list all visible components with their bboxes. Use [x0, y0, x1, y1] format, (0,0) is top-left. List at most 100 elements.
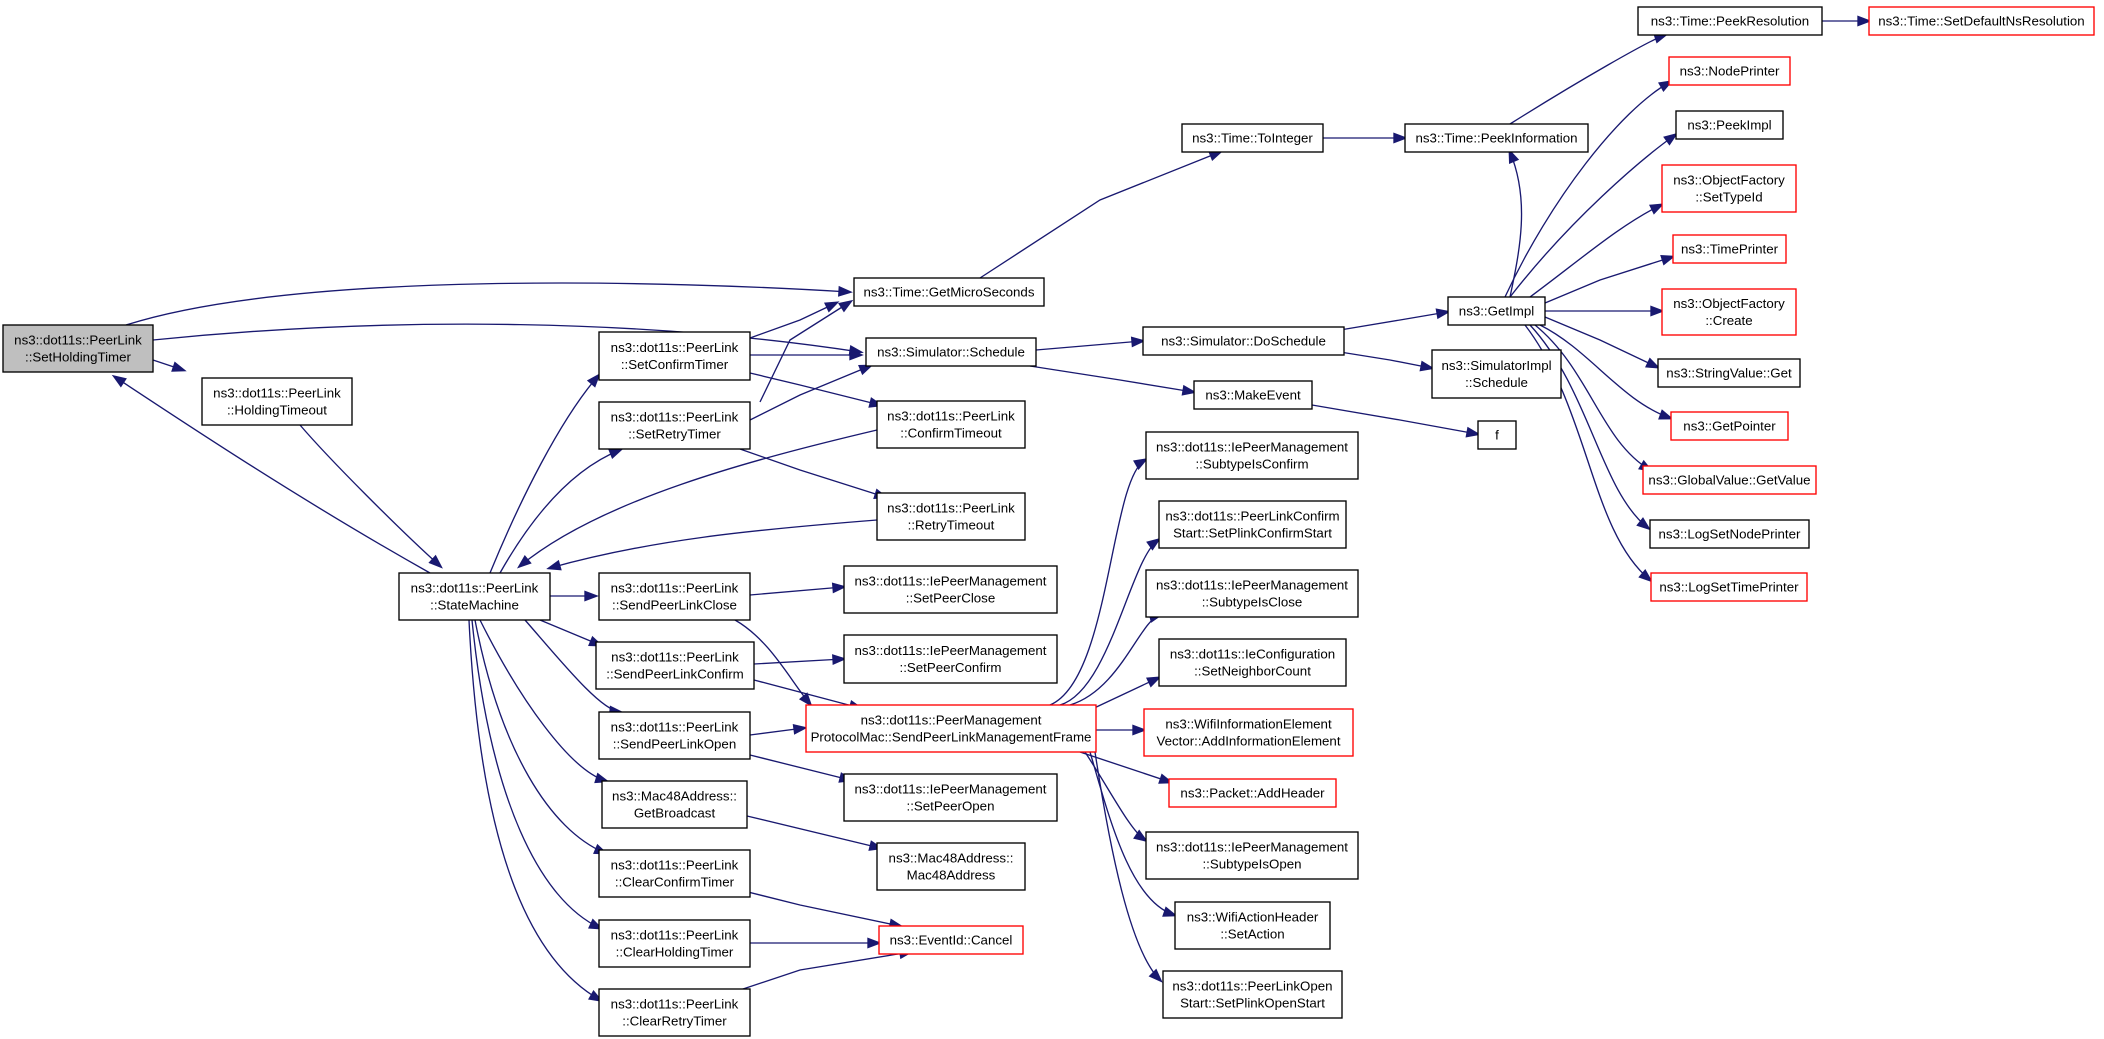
node-f[interactable]: f	[1477, 420, 1517, 450]
node-setplinkopen[interactable]: ns3::dot11s::PeerLinkOpenStart::SetPlink…	[1162, 970, 1343, 1019]
node-simimplschedule[interactable]: ns3::SimulatorImpl::Schedule	[1431, 349, 1562, 399]
node-globalgetvalue[interactable]: ns3::GlobalValue::GetValue	[1642, 465, 1817, 495]
node-label: ns3::dot11s::PeerLink	[611, 650, 739, 665]
edge-arrowhead	[111, 374, 127, 388]
node-box	[2, 324, 154, 373]
node-sendconfirm[interactable]: ns3::dot11s::PeerLink::SendPeerLinkConfi…	[595, 641, 755, 690]
node-label: ns3::GetPointer	[1683, 419, 1776, 434]
node-box	[876, 492, 1026, 541]
call-edge-sendmgmt-to-subtypeopen	[1084, 751, 1149, 843]
node-label: ::SendPeerLinkOpen	[613, 737, 736, 752]
edge-arrowhead	[1649, 203, 1665, 215]
call-edge-getimpl-to-timeprinter	[1544, 255, 1676, 304]
call-edge-sendmgmt-to-setaction	[1089, 751, 1178, 917]
node-box	[1657, 358, 1801, 388]
node-setdefaultns[interactable]: ns3::Time::SetDefaultNsResolution	[1868, 6, 2095, 36]
node-mac48[interactable]: ns3::Mac48Address::Mac48Address	[876, 842, 1026, 891]
node-box	[598, 572, 751, 621]
node-setneighbor[interactable]: ns3::dot11s::IeConfiguration::SetNeighbo…	[1158, 638, 1347, 687]
node-label: ::Schedule	[1465, 375, 1528, 390]
node-nodeprinter[interactable]: ns3::NodePrinter	[1668, 56, 1791, 86]
node-box	[1661, 288, 1797, 336]
node-label: ::RetryTimeout	[908, 518, 995, 533]
edge-line	[1094, 751, 1161, 981]
node-box	[598, 988, 751, 1037]
node-box	[1649, 519, 1810, 549]
call-edge-sendmgmt-to-setplinkconfirm	[1059, 537, 1162, 706]
node-box	[1145, 431, 1359, 480]
edge-arrowhead	[1663, 132, 1679, 146]
node-create[interactable]: ns3::ObjectFactory::Create	[1661, 288, 1797, 336]
node-cancel[interactable]: ns3::EventId::Cancel	[878, 925, 1024, 955]
node-retrytimeout[interactable]: ns3::dot11s::PeerLink::RetryTimeout	[876, 492, 1026, 541]
node-tointeger[interactable]: ns3::Time::ToInteger	[1181, 123, 1324, 153]
node-subtypeclose[interactable]: ns3::dot11s::IePeerManagement::SubtypeIs…	[1145, 569, 1359, 618]
edge-line	[539, 619, 601, 646]
node-stringget[interactable]: ns3::StringValue::Get	[1657, 358, 1801, 388]
node-setpeerconfirm[interactable]: ns3::dot11s::IePeerManagement::SetPeerCo…	[843, 634, 1058, 684]
node-settypeid[interactable]: ns3::ObjectFactory::SetTypeId	[1661, 164, 1797, 213]
edge-line	[549, 519, 878, 569]
node-peekinfo[interactable]: ns3::Time::PeekInformation	[1404, 123, 1589, 153]
node-getmicro[interactable]: ns3::Time::GetMicroSeconds	[853, 277, 1045, 307]
edge-line	[471, 619, 601, 929]
node-label: Mac48Address	[907, 868, 996, 883]
node-logtimeprinter[interactable]: ns3::LogSetTimePrinter	[1650, 572, 1808, 602]
node-statemachine[interactable]: ns3::dot11s::PeerLink::StateMachine	[398, 572, 551, 621]
node-holdingtimeout[interactable]: ns3::dot11s::PeerLink::HoldingTimeout	[201, 377, 353, 426]
edge-arrowhead	[831, 582, 847, 594]
call-edge-sendmgmt-to-subtypeconfirm	[1049, 458, 1149, 706]
node-getimpl[interactable]: ns3::GetImpl	[1447, 296, 1546, 326]
node-box	[598, 711, 751, 760]
node-label: ::SetHoldingTimer	[25, 350, 131, 365]
edge-arrowhead	[1419, 360, 1435, 372]
node-getbroadcast[interactable]: ns3::Mac48Address::GetBroadcast	[601, 780, 748, 829]
edge-arrowhead	[838, 299, 854, 313]
node-box	[598, 401, 751, 450]
edge-arrowhead	[1660, 255, 1676, 266]
node-label: ns3::dot11s::PeerLink	[611, 581, 739, 596]
edge-line	[499, 449, 621, 574]
node-subtypeopen[interactable]: ns3::dot11s::IePeerManagement::SubtypeIs…	[1145, 831, 1359, 880]
node-peekres[interactable]: ns3::Time::PeekResolution	[1637, 6, 1823, 36]
node-box	[865, 337, 1037, 367]
node-box	[398, 572, 551, 621]
edge-arrowhead	[586, 373, 601, 388]
node-setplinkconfirm[interactable]: ns3::dot11s::PeerLinkConfirmStart::SetPl…	[1158, 500, 1347, 549]
node-setpeerclose[interactable]: ns3::dot11s::IePeerManagement::SetPeerCl…	[843, 565, 1058, 614]
node-timeprinter[interactable]: ns3::TimePrinter	[1672, 234, 1787, 264]
node-sendmgmt[interactable]: ns3::dot11s::PeerManagementProtocolMac::…	[805, 704, 1097, 753]
node-clearholding[interactable]: ns3::dot11s::PeerLink::ClearHoldingTimer	[598, 919, 751, 968]
node-box	[1145, 569, 1359, 618]
node-sendopen[interactable]: ns3::dot11s::PeerLink::SendPeerLinkOpen	[598, 711, 751, 760]
node-schedule[interactable]: ns3::Simulator::Schedule	[865, 337, 1037, 367]
node-setconfirm[interactable]: ns3::dot11s::PeerLink::SetConfirmTimer	[598, 331, 751, 381]
edge-line	[1544, 256, 1673, 304]
edge-line	[479, 619, 607, 782]
node-clearretry[interactable]: ns3::dot11s::PeerLink::ClearRetryTimer	[598, 988, 751, 1037]
node-makeevent[interactable]: ns3::MakeEvent	[1193, 380, 1313, 410]
edge-arrowhead	[1857, 15, 1872, 27]
node-getpointer[interactable]: ns3::GetPointer	[1670, 411, 1789, 441]
edge-line	[152, 323, 861, 353]
node-doschedule[interactable]: ns3::Simulator::DoSchedule	[1142, 326, 1345, 356]
node-subtypeconfirm[interactable]: ns3::dot11s::IePeerManagement::SubtypeIs…	[1145, 431, 1359, 480]
node-label: ::ClearConfirmTimer	[615, 875, 735, 890]
node-sendclose[interactable]: ns3::dot11s::PeerLink::SendPeerLinkClose	[598, 572, 751, 621]
node-peekimpl[interactable]: ns3::PeekImpl	[1675, 110, 1784, 140]
node-lognodeprinter[interactable]: ns3::LogSetNodePrinter	[1649, 519, 1810, 549]
edge-line	[1529, 204, 1662, 298]
edge-line	[979, 151, 1221, 279]
edge-line	[749, 754, 851, 781]
node-box	[201, 377, 353, 426]
node-label: ns3::LogSetNodePrinter	[1659, 527, 1801, 542]
node-clearconfirm[interactable]: ns3::dot11s::PeerLink::ClearConfirmTimer	[598, 849, 751, 898]
node-setretry[interactable]: ns3::dot11s::PeerLink::SetRetryTimer	[598, 401, 751, 450]
node-confirmtimeout[interactable]: ns3::dot11s::PeerLink::ConfirmTimeout	[876, 400, 1026, 449]
node-setaction[interactable]: ns3::WifiActionHeader::SetAction	[1174, 901, 1331, 950]
node-addinfo[interactable]: ns3::WifiInformationElementVector::AddIn…	[1143, 708, 1354, 757]
node-addheader[interactable]: ns3::Packet::AddHeader	[1168, 778, 1337, 808]
node-setholding[interactable]: ns3::dot11s::PeerLink::SetHoldingTimer	[2, 324, 154, 373]
node-setpeeropen[interactable]: ns3::dot11s::IePeerManagement::SetPeerOp…	[843, 773, 1058, 822]
